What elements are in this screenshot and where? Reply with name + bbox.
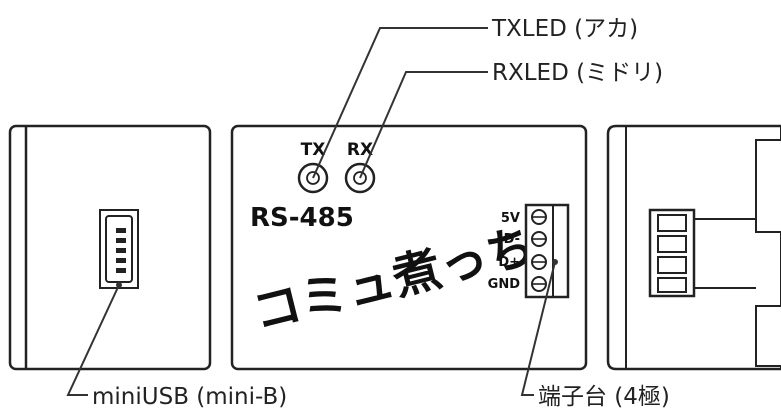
terminal-screw xyxy=(531,254,547,270)
pin-label-gnd: GND xyxy=(488,277,521,292)
pin-label-d-plus: D+ xyxy=(498,255,520,270)
callout-line-rxled xyxy=(359,71,488,179)
callout-terminal: 端子台 (4極) xyxy=(538,384,670,410)
left-side-view xyxy=(8,124,212,371)
callout-line-terminal xyxy=(520,261,556,396)
terminal-block-side xyxy=(648,208,756,298)
rx-led-label: RX xyxy=(347,140,373,160)
pin-label-d-minus: D- xyxy=(504,232,520,247)
terminal-screw xyxy=(531,209,547,225)
callout-line-txled xyxy=(312,27,488,179)
callout-miniusb: miniUSB (mini-B) xyxy=(92,384,287,410)
miniusb-port xyxy=(99,209,139,289)
front-view: TX RX RS-485 コミュ煮っち 5V D- D+ GND xyxy=(230,124,588,371)
terminal-screw xyxy=(531,231,547,247)
model-label: RS-485 xyxy=(250,203,354,233)
callout-txled: TXLED (アカ) xyxy=(491,16,638,42)
tx-led-label: TX xyxy=(301,140,326,160)
right-side-view xyxy=(606,124,781,371)
terminal-block xyxy=(524,203,570,299)
terminal-screw xyxy=(531,276,547,292)
callout-line-miniusb xyxy=(66,284,120,396)
callout-rxled: RXLED (ミドリ) xyxy=(492,60,663,86)
pin-label-5v: 5V xyxy=(501,211,520,226)
